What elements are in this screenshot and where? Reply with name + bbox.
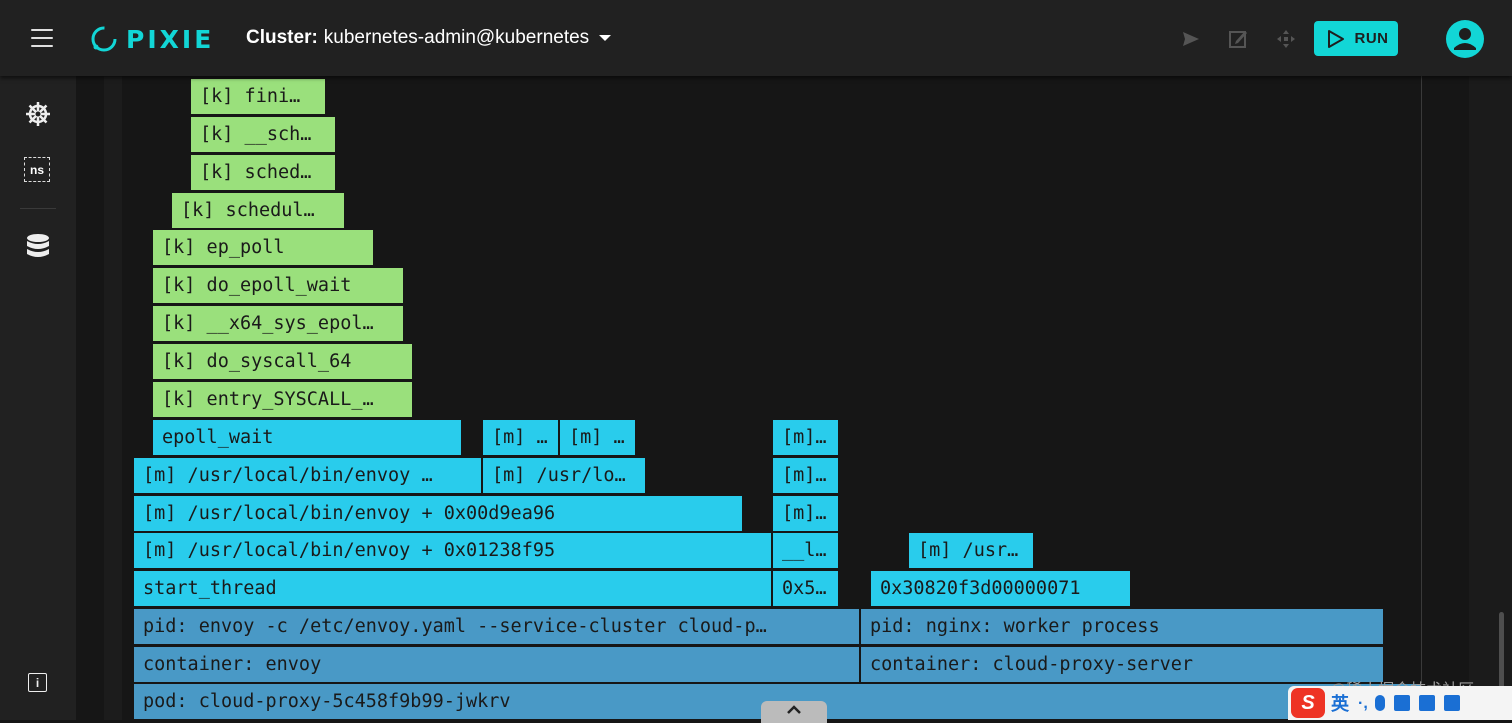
grid-icon bbox=[1444, 695, 1460, 711]
pixie-logo[interactable]: PIXIE bbox=[90, 24, 214, 54]
flame-frame[interactable]: [m] /usr/local/bin/envoy + 0x01238f95 bbox=[133, 532, 772, 569]
pixie-logo-icon bbox=[91, 26, 117, 52]
side-nav: ns i bbox=[0, 76, 76, 720]
avatar[interactable] bbox=[1446, 20, 1484, 58]
info-icon[interactable]: i bbox=[28, 673, 47, 692]
flame-frame[interactable]: [m] … bbox=[559, 419, 636, 456]
ime-toolbar: S 英 ·, bbox=[1288, 686, 1512, 720]
flame-frame[interactable]: [m] /usr/lo… bbox=[482, 457, 646, 494]
flame-frame[interactable]: container: envoy bbox=[133, 646, 860, 683]
skin-icon bbox=[1419, 695, 1435, 711]
flame-frame[interactable]: 0x30820f3d00000071 bbox=[870, 570, 1131, 607]
flame-frame[interactable]: [m]… bbox=[772, 495, 839, 532]
keyboard-icon bbox=[1394, 695, 1410, 711]
flame-frame[interactable]: 0x5… bbox=[772, 570, 839, 607]
kubernetes-helm-icon[interactable] bbox=[24, 100, 52, 128]
top-bar: PIXIE Cluster: kubernetes-admin@kubernet… bbox=[0, 0, 1512, 76]
app-name: PIXIE bbox=[126, 24, 215, 54]
user-icon bbox=[1454, 28, 1476, 50]
flame-frame[interactable]: [k] do_syscall_64 bbox=[152, 343, 413, 380]
chevron-up-icon bbox=[787, 705, 801, 714]
flame-frame[interactable]: [k] fini… bbox=[190, 78, 326, 115]
panel-border bbox=[1421, 76, 1422, 720]
ime-punct-icon: ·, bbox=[1358, 695, 1368, 712]
move-icon[interactable] bbox=[1275, 28, 1297, 50]
flame-frame[interactable]: [m]… bbox=[772, 419, 839, 456]
flame-frame[interactable]: [m] /usr/local/bin/envoy + 0x00d9ea96 bbox=[133, 495, 743, 532]
hamburger-menu-icon[interactable] bbox=[31, 29, 53, 47]
flame-frame[interactable]: [k] entry_SYSCALL_… bbox=[152, 381, 413, 418]
flame-frame[interactable]: [k] schedul… bbox=[171, 192, 345, 229]
edit-icon[interactable] bbox=[1227, 28, 1249, 50]
flame-frame[interactable]: [k] do_epoll_wait bbox=[152, 267, 404, 304]
flame-frame[interactable]: [k] sched… bbox=[190, 154, 336, 191]
flame-frame[interactable]: [m] /usr… bbox=[908, 532, 1034, 569]
flame-frame[interactable]: pid: envoy -c /etc/envoy.yaml --service-… bbox=[133, 608, 860, 645]
right-gutter bbox=[1469, 76, 1512, 720]
flame-frame[interactable]: [m]… bbox=[772, 457, 839, 494]
panel-left-gutter bbox=[104, 76, 122, 720]
collapse-drawer-button[interactable] bbox=[761, 701, 827, 723]
ime-logo: S bbox=[1291, 688, 1325, 718]
scrollbar-thumb[interactable] bbox=[1499, 612, 1504, 702]
flame-frame[interactable]: [m] … bbox=[482, 419, 559, 456]
flame-frame[interactable]: pid: nginx: worker process bbox=[860, 608, 1384, 645]
run-label: RUN bbox=[1354, 30, 1389, 47]
flame-frame[interactable]: [k] __x64_sys_epol… bbox=[152, 305, 404, 342]
microphone-icon bbox=[1375, 695, 1385, 711]
database-icon[interactable] bbox=[24, 233, 52, 263]
flame-frame[interactable]: [k] ep_poll bbox=[152, 229, 374, 266]
flame-frame[interactable]: start_thread bbox=[133, 570, 772, 607]
cluster-selector[interactable]: Cluster: kubernetes-admin@kubernetes bbox=[246, 27, 612, 49]
send-icon[interactable] bbox=[1180, 28, 1202, 50]
cluster-label: Cluster: bbox=[246, 27, 318, 48]
namespace-icon[interactable]: ns bbox=[24, 157, 50, 182]
play-icon bbox=[1327, 29, 1344, 48]
ime-language: 英 bbox=[1331, 694, 1349, 714]
flame-frame[interactable]: __l… bbox=[772, 532, 839, 569]
chevron-down-icon bbox=[599, 35, 612, 41]
run-button[interactable]: RUN bbox=[1314, 21, 1398, 56]
flame-frame[interactable]: container: cloud-proxy-server bbox=[860, 646, 1384, 683]
cluster-value: kubernetes-admin@kubernetes bbox=[323, 27, 590, 48]
nav-divider bbox=[20, 208, 56, 209]
flame-frame[interactable]: [k] __sch… bbox=[190, 116, 336, 153]
flame-frame[interactable]: epoll_wait bbox=[152, 419, 462, 456]
flame-frame[interactable]: [m] /usr/local/bin/envoy … bbox=[133, 457, 482, 494]
